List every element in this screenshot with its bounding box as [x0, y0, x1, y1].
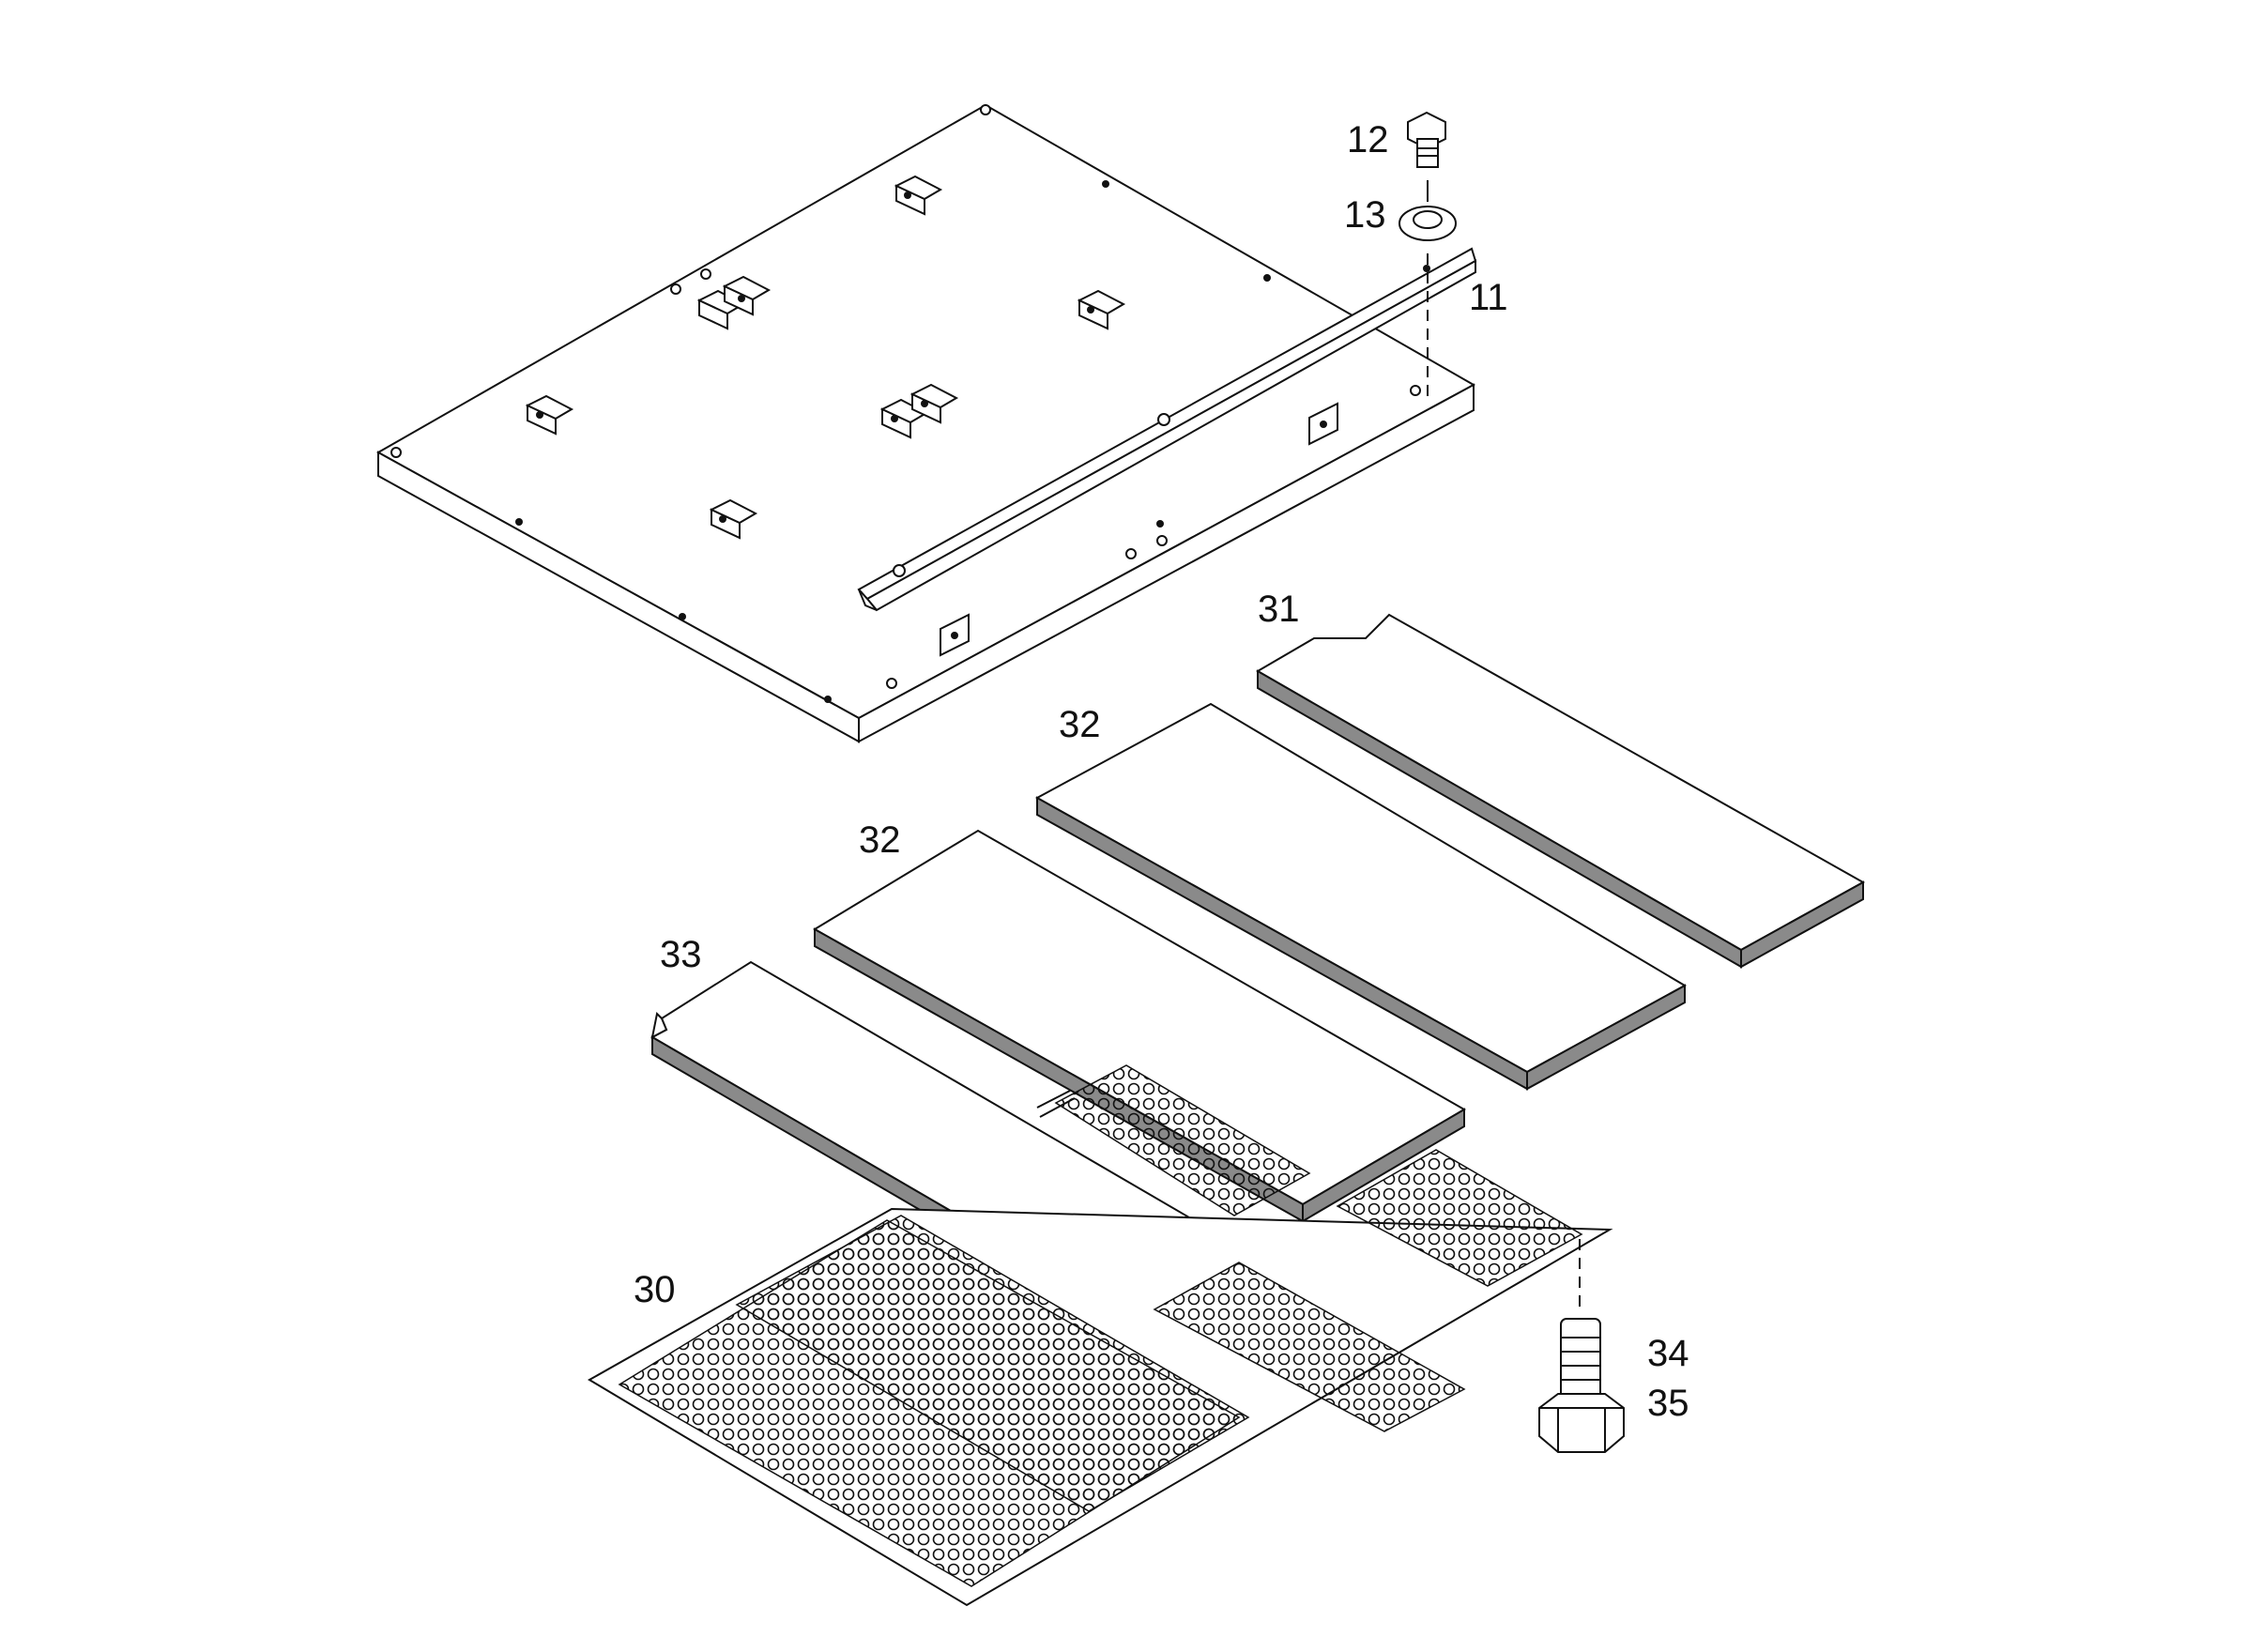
callout-11: 11	[1469, 277, 1508, 318]
side-pads	[940, 402, 1338, 657]
rail-part-11	[857, 247, 1477, 612]
perforated-panel-part-30	[588, 1064, 1613, 1607]
callout-30: 30	[634, 1269, 676, 1310]
callout-34: 34	[1647, 1333, 1689, 1374]
callout-35: 35	[1647, 1383, 1689, 1424]
foam-pad-32-upper	[1034, 702, 1688, 1091]
callout-33: 33	[660, 934, 702, 975]
callout-31: 31	[1258, 589, 1300, 630]
bolt-part-12	[1407, 111, 1446, 168]
base-plate	[375, 103, 1476, 743]
washer-part-13	[1398, 206, 1457, 241]
mounting-clips	[525, 175, 1126, 540]
callout-32-upper: 32	[1059, 704, 1101, 745]
callout-32-lower: 32	[859, 819, 901, 861]
plate-holes	[390, 104, 1421, 703]
hex-bolt-part-34-35	[1538, 1318, 1625, 1453]
foam-pad-31	[1256, 613, 1866, 969]
callout-12: 12	[1347, 119, 1389, 161]
callout-13: 13	[1344, 194, 1386, 236]
